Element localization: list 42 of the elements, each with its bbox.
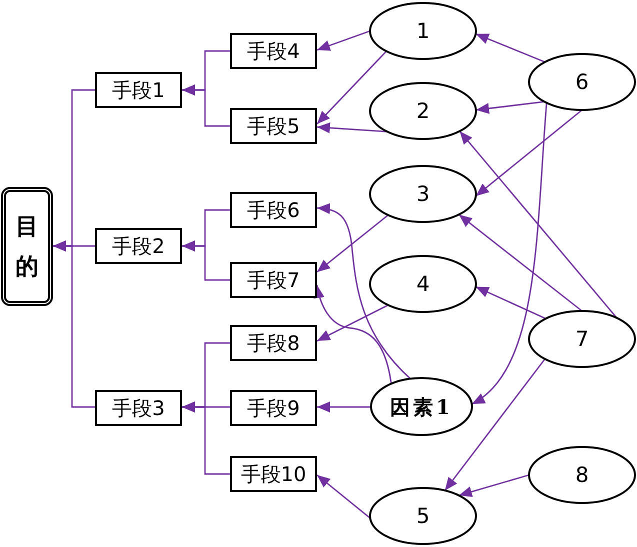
factor-ellipse: 6: [528, 53, 636, 111]
arrow: [316, 50, 387, 124]
arrow: [476, 101, 544, 114]
factor-ellipse: 5: [369, 487, 477, 545]
arrow: [316, 30, 370, 51]
factor-ellipse: 8: [528, 446, 636, 504]
means-box: 手段7: [230, 262, 317, 298]
means-box: 手段5: [230, 108, 317, 144]
arrow: [317, 402, 371, 412]
factor-ellipse: 3: [369, 165, 477, 223]
means-box: 手段2: [95, 228, 182, 264]
factor-ellipse: 7: [528, 310, 636, 368]
arrow: [475, 109, 582, 197]
arrow: [459, 130, 618, 318]
arrow: [444, 358, 546, 491]
arrow: [475, 286, 546, 320]
arrow: [53, 240, 95, 408]
arrow: [475, 33, 546, 63]
arrow: [316, 214, 389, 273]
factor-ellipse: 4: [369, 255, 477, 313]
arrow: [314, 284, 392, 384]
arrow: [182, 402, 230, 475]
factor-ellipse: 因素1: [370, 377, 473, 436]
arrow: [316, 304, 388, 342]
means-box: 手段6: [230, 192, 317, 228]
factor-ellipse: 1: [369, 2, 477, 60]
arrow: [458, 214, 582, 312]
means-box: 手段4: [230, 33, 317, 69]
arrow: [316, 203, 411, 380]
arrow: [316, 474, 371, 519]
arrow: [182, 240, 230, 281]
arrow: [182, 84, 230, 127]
means-box: 手段3: [95, 390, 182, 426]
arrow: [316, 122, 388, 134]
means-box: 手段1: [95, 72, 182, 108]
means-box: 手段10: [230, 456, 317, 492]
means-box: 手段8: [230, 325, 317, 361]
factor-ellipse: 2: [369, 82, 477, 140]
arrow: [458, 474, 530, 498]
means-box: 手段9: [230, 390, 317, 426]
goal-box: 目的: [1, 187, 53, 306]
arrow: [471, 102, 548, 405]
